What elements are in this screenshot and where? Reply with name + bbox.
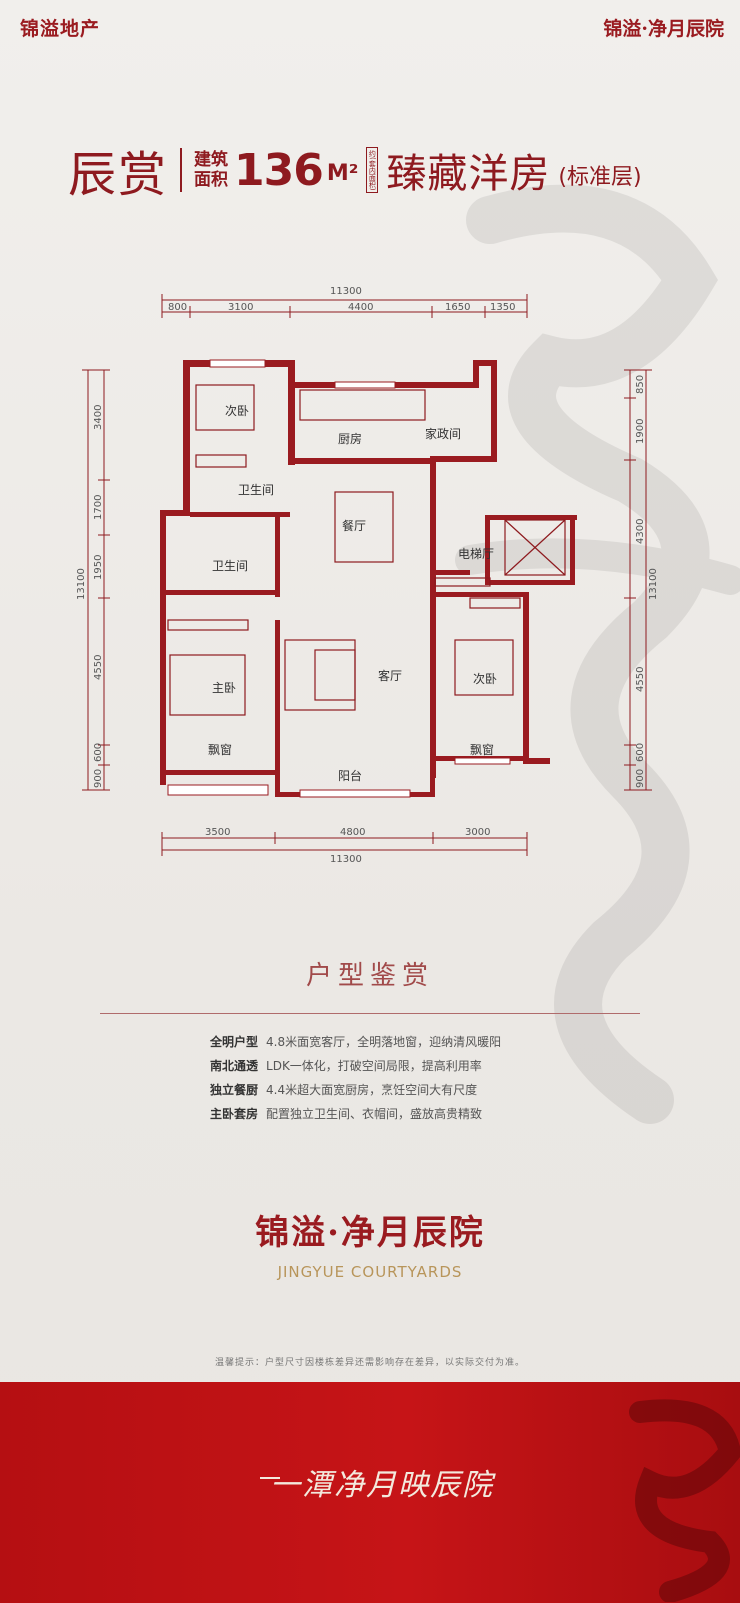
feature-key: 南北通透 xyxy=(210,1059,259,1073)
dim-top-2: 3100 xyxy=(228,302,253,313)
dim-top-5: 1350 xyxy=(490,302,515,313)
room-bath-2: 卫生间 xyxy=(212,559,248,573)
brand-logo-cn: 锦溢·净月辰院 xyxy=(255,1213,485,1253)
room-bath-1: 卫生间 xyxy=(238,483,274,497)
project-logo: 锦溢·净月辰院 xyxy=(603,18,724,40)
dim-right-total: 13100 xyxy=(648,568,659,600)
dim-right-6: 900 xyxy=(635,769,646,788)
dim-right-2: 1900 xyxy=(635,419,646,444)
feature-text: 4.4米超大面宽厨房，烹饪空间大有尺度 xyxy=(266,1083,478,1097)
room-balcony: 阳台 xyxy=(338,768,362,783)
feature-key: 独立餐厨 xyxy=(210,1083,259,1097)
dim-top-total: 11300 xyxy=(330,286,362,297)
feature-item: 南北通透 LDK一体化，打破空间局限，提高利用率 xyxy=(210,1054,501,1078)
dim-left-2: 1700 xyxy=(93,495,104,520)
brand-logo-en: JINGYUE COURTYARDS xyxy=(277,1263,463,1281)
feature-key: 全明户型 xyxy=(210,1035,259,1049)
dimension-lines xyxy=(82,294,652,856)
dim-left-3: 1950 xyxy=(93,555,104,580)
developer-logo: 锦溢地产 xyxy=(20,18,101,40)
floor-plan: 次卧 厨房 家政间 卫生间 卫生间 餐厅 电梯厅 客厅 主卧 次卧 飘窗 飘窗 … xyxy=(76,286,659,865)
calligraphy-watermark xyxy=(455,184,740,1124)
area-unit: M² xyxy=(326,160,359,186)
feature-item: 独立餐厨 4.4米超大面宽厨房，烹饪空间大有尺度 xyxy=(210,1078,501,1102)
footer-band: 一潭净月映辰院 xyxy=(0,1382,740,1603)
dim-right-1: 850 xyxy=(635,375,646,394)
furniture xyxy=(167,384,566,716)
dim-bottom-total: 11300 xyxy=(330,854,362,865)
room-bay-window-left: 飘窗 xyxy=(208,743,232,757)
dim-bottom-3: 3000 xyxy=(465,827,490,838)
unit-slogan: 臻藏洋房 xyxy=(386,151,551,197)
footer-brush-stroke xyxy=(260,1477,280,1479)
area-note: 约(套内面积) xyxy=(366,146,379,194)
dim-left-4: 4550 xyxy=(93,655,104,680)
feature-text: LDK一体化，打破空间局限，提高利用率 xyxy=(266,1059,482,1073)
room-elevator-hall: 电梯厅 xyxy=(458,547,494,561)
dim-top-4: 1650 xyxy=(445,302,470,313)
disclaimer: 温馨提示：户型尺寸因楼栋差异还需影响存在差异，以实际交付为准。 xyxy=(214,1358,525,1368)
room-kitchen: 厨房 xyxy=(338,431,362,446)
dim-bottom-2: 4800 xyxy=(340,827,365,838)
room-bedroom-right: 次卧 xyxy=(473,672,497,686)
title-divider xyxy=(180,148,183,192)
dim-bottom-1: 3500 xyxy=(205,827,230,838)
unit-name: 辰赏 xyxy=(68,147,169,203)
dim-left-1: 3400 xyxy=(93,405,104,430)
room-labels: 次卧 厨房 家政间 卫生间 卫生间 餐厅 电梯厅 客厅 主卧 次卧 飘窗 飘窗 … xyxy=(208,404,497,783)
area-label-line2: 面积 xyxy=(194,170,229,190)
unit-floor-type: (标准层) xyxy=(558,165,642,190)
feature-text: 4.8米面宽客厅，全明落地窗，迎纳清风暖阳 xyxy=(266,1035,502,1049)
area-label-line1: 建筑 xyxy=(194,150,229,170)
room-bay-window-right: 飘窗 xyxy=(470,743,494,757)
feature-item: 全明户型 4.8米面宽客厅，全明落地窗，迎纳清风暖阳 xyxy=(210,1030,501,1054)
dimension-labels: 11300 800 3100 4400 1650 1350 3500 4800 … xyxy=(168,286,515,865)
area-label: 建筑 面积 xyxy=(194,150,228,190)
feature-key: 主卧套房 xyxy=(210,1107,259,1121)
room-dining: 餐厅 xyxy=(342,518,366,533)
dim-left-total: 13100 xyxy=(76,568,87,600)
feature-item: 主卧套房配置独立卫生间、衣帽间，盛放高贵精致 xyxy=(210,1102,501,1126)
dim-right-4: 4550 xyxy=(635,667,646,692)
footer-slogan: 一潭净月映辰院 xyxy=(270,1468,494,1503)
dim-right-3: 4300 xyxy=(635,519,646,544)
room-living: 客厅 xyxy=(378,668,402,683)
dim-top-3: 4400 xyxy=(348,302,373,313)
dim-left-5: 600 xyxy=(93,743,104,762)
feature-text: 配置独立卫生间、衣帽间，盛放高贵精致 xyxy=(266,1107,483,1121)
room-bedroom-top: 次卧 xyxy=(225,404,249,418)
room-master-bedroom: 主卧 xyxy=(212,681,236,695)
feature-list: 全明户型 4.8米面宽客厅，全明落地窗，迎纳清风暖阳 南北通透 LDK一体化，打破空… xyxy=(210,1030,501,1126)
title-row: 辰赏 建筑 面积 136 M² 约(套内面积) 臻藏洋房 (标准层) xyxy=(68,135,642,205)
walls xyxy=(160,360,577,797)
footer-calligraphy-decoration xyxy=(629,1399,740,1602)
section-divider xyxy=(100,1013,640,1014)
dim-left-6: 900 xyxy=(93,769,104,788)
section-title: 户型鉴赏 xyxy=(305,961,434,991)
area-number: 136 xyxy=(234,144,324,196)
dim-top-1: 800 xyxy=(168,302,187,313)
room-utility: 家政间 xyxy=(425,426,461,441)
dim-right-5: 600 xyxy=(635,743,646,762)
windows xyxy=(167,359,511,798)
